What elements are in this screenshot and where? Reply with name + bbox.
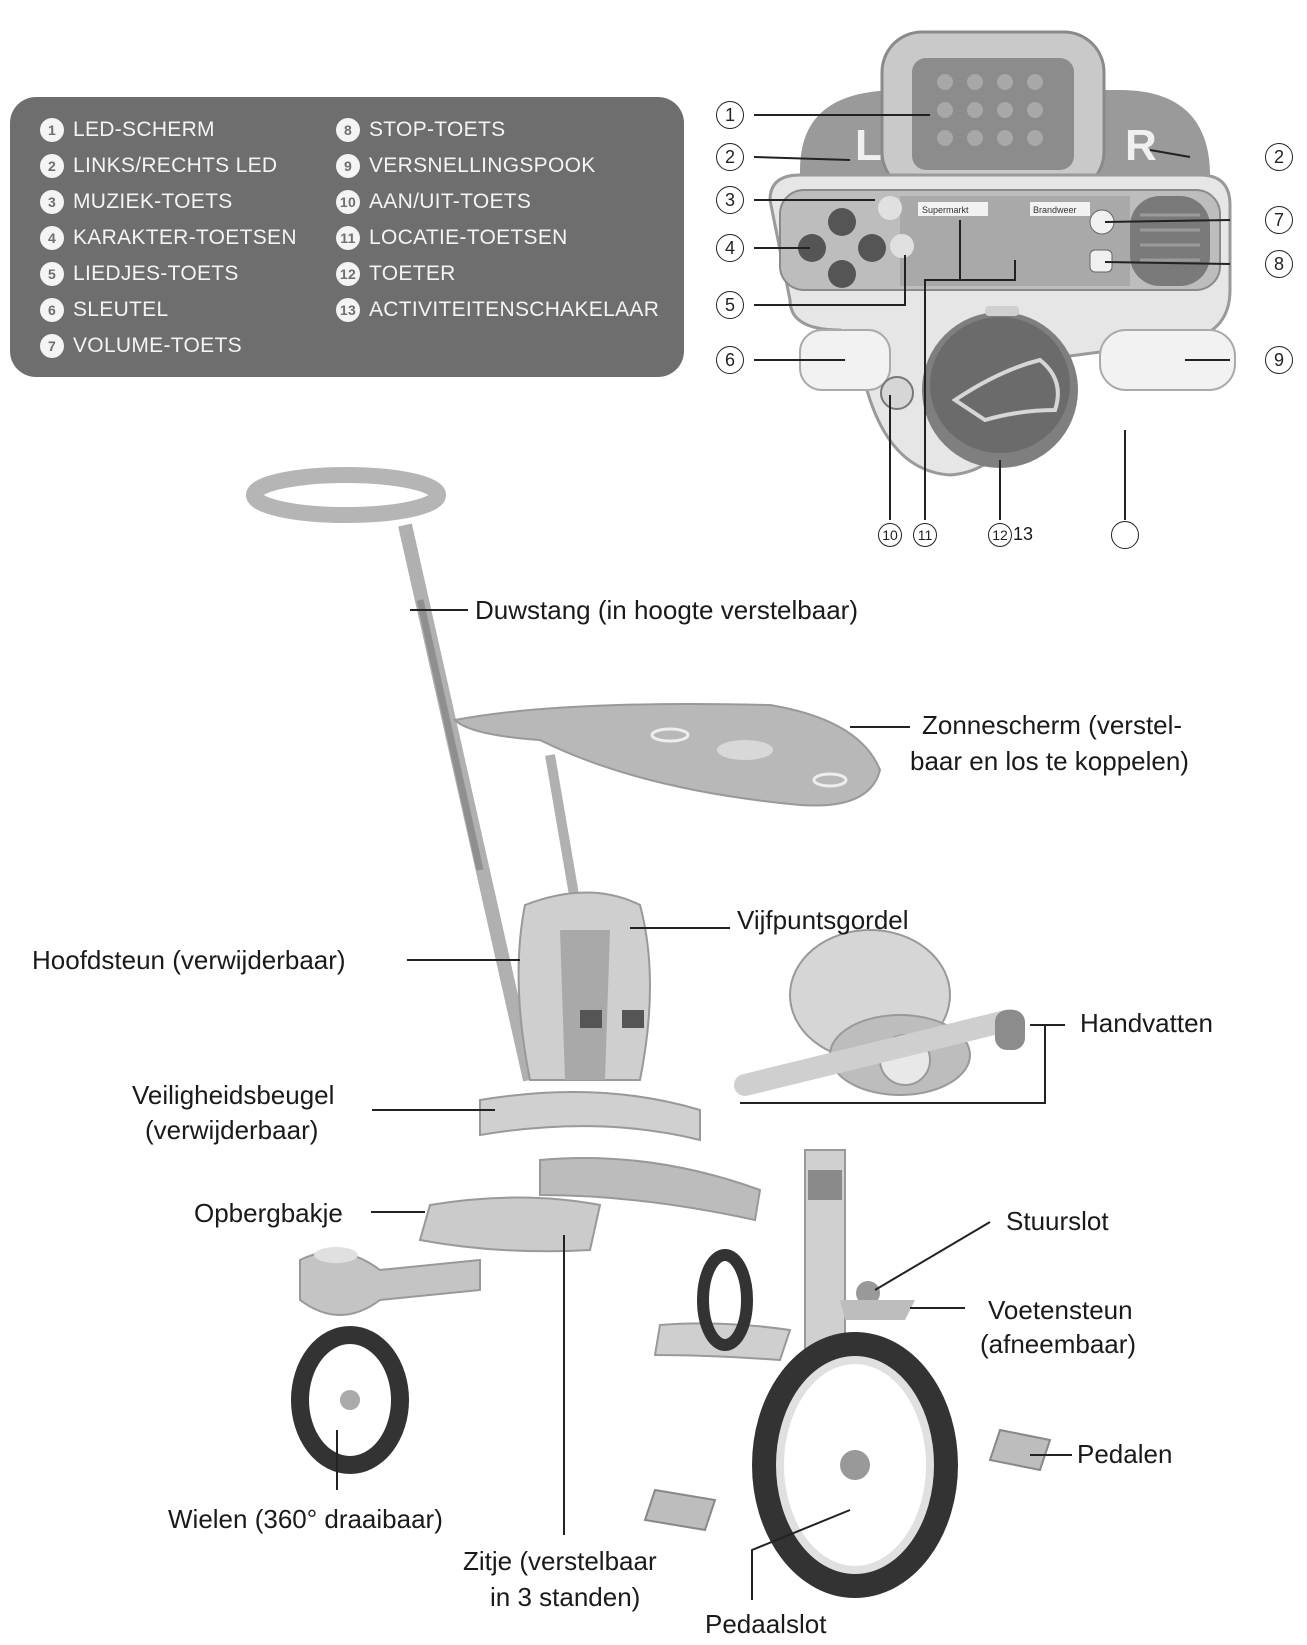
legend-number-badge: 11 xyxy=(336,226,360,250)
steering-lock xyxy=(856,1281,880,1305)
legend-item: 6 SLEUTEL xyxy=(40,298,168,322)
legend-number-badge: 7 xyxy=(40,334,64,358)
front-wheel xyxy=(752,1332,958,1598)
legend-item: 8 STOP-TOETS xyxy=(336,118,505,142)
callout-2-right: 2 xyxy=(1265,143,1293,171)
callout-12: 12 xyxy=(988,523,1012,547)
legend-number-badge: 8 xyxy=(336,118,360,142)
legend-item-label: LOCATIE-TOETSEN xyxy=(369,226,568,249)
label-pedaalslot: Pedaalslot xyxy=(705,1609,827,1639)
legend-number-badge: 1 xyxy=(40,118,64,142)
legend-number-badge: 13 xyxy=(336,298,360,322)
legend-item: 5 LIEDJES-TOETS xyxy=(40,262,239,286)
legend-item-label: TOETER xyxy=(369,262,456,285)
callout-empty xyxy=(1111,521,1139,549)
harness xyxy=(560,930,610,1080)
label-zonnescherm-2: baar en los te koppelen) xyxy=(910,746,1189,776)
callout-5: 5 xyxy=(716,291,744,319)
label-vijfpuntsgordel: Vijfpuntsgordel xyxy=(737,905,909,935)
legend-number-badge: 6 xyxy=(40,298,64,322)
trike-illustration xyxy=(246,467,1052,1598)
dashboard-illustration: L R Supermarkt Brandweer xyxy=(768,30,1236,477)
legend-item-label: STOP-TOETS xyxy=(369,118,506,141)
legend-number-badge: 5 xyxy=(40,262,64,286)
legend-item-label: LED-SCHERM xyxy=(73,118,215,141)
label-voetensteun-1: Voetensteun xyxy=(988,1295,1133,1325)
push-handle xyxy=(246,467,446,523)
safety-bar xyxy=(479,1091,701,1142)
legend-number-badge: 10 xyxy=(336,190,360,214)
callout-2-left: 2 xyxy=(716,143,744,171)
label-handvatten: Handvatten xyxy=(1080,1008,1213,1038)
r-led-letter: R xyxy=(1125,121,1157,170)
legend-item: 9 VERSNELLINGSPOOK xyxy=(336,154,596,178)
legend-item: 7 VOLUME-TOETS xyxy=(40,334,242,358)
dashboard-leader-lines xyxy=(753,114,1231,520)
legend-number-badge: 3 xyxy=(40,190,64,214)
label-veiligheidsbeugel-1: Veiligheidsbeugel xyxy=(132,1080,335,1110)
led-screen xyxy=(912,58,1074,170)
trike-leader-lines xyxy=(336,609,1072,1600)
label-zitje-1: Zitje (verstelbaar xyxy=(463,1546,657,1576)
label-duwstang: Duwstang (in hoogte verstelbaar) xyxy=(475,595,858,625)
label-stuurslot: Stuurslot xyxy=(1006,1206,1109,1236)
callout-13: 13 xyxy=(1013,524,1034,544)
legend-number-badge: 2 xyxy=(40,154,64,178)
label-hoofdsteun: Hoofdsteun (verwijderbaar) xyxy=(32,945,346,975)
legend-item: 3 MUZIEK-TOETS xyxy=(40,190,233,214)
screen-sign-supermarkt: Supermarkt xyxy=(922,205,969,215)
legend-item-label: AAN/UIT-TOETS xyxy=(369,190,532,213)
callout-4: 4 xyxy=(716,234,744,262)
legend-item: 13 ACTIVITEITENSCHAKELAAR xyxy=(336,298,659,322)
left-pedal xyxy=(643,1488,717,1532)
label-zitje-2: in 3 standen) xyxy=(490,1582,641,1612)
screen-sign-brandweer: Brandweer xyxy=(1033,205,1077,215)
label-veiligheidsbeugel-2: (verwijderbaar) xyxy=(145,1115,319,1145)
callout-8: 8 xyxy=(1265,250,1293,278)
legend-item: 4 KARAKTER-TOETSEN xyxy=(40,226,297,250)
label-pedalen: Pedalen xyxy=(1077,1439,1173,1469)
callout-11: 11 xyxy=(913,523,937,547)
legend-item: 12 TOETER xyxy=(336,262,456,286)
right-pedal xyxy=(988,1428,1052,1472)
callout-6: 6 xyxy=(716,346,744,374)
legend-number-badge: 9 xyxy=(336,154,360,178)
legend-item-label: ACTIVITEITENSCHAKELAAR xyxy=(369,298,660,321)
label-zonnescherm-1: Zonnescherm (verstel- xyxy=(922,710,1183,740)
legend-item-label: VERSNELLINGSPOOK xyxy=(369,154,596,177)
legend-item: 1 LED-SCHERM xyxy=(40,118,215,142)
legend-item-label: MUZIEK-TOETS xyxy=(73,190,233,213)
rear-wheel xyxy=(291,1326,409,1474)
l-led-letter: L xyxy=(855,121,882,170)
callout-10: 10 xyxy=(878,523,902,547)
legend-item-label: SLEUTEL xyxy=(73,298,169,321)
callout-9: 9 xyxy=(1265,346,1293,374)
legend-item-label: VOLUME-TOETS xyxy=(73,334,242,357)
legend-item-label: KARAKTER-TOETSEN xyxy=(73,226,297,249)
callout-7: 7 xyxy=(1265,206,1293,234)
legend-item: 11 LOCATIE-TOETSEN xyxy=(336,226,568,250)
sunshade xyxy=(452,703,882,807)
label-voetensteun-2: (afneembaar) xyxy=(980,1329,1137,1359)
legend-item: 10 AAN/UIT-TOETS xyxy=(336,190,531,214)
legend-number-badge: 12 xyxy=(336,262,360,286)
legend-item-label: LIEDJES-TOETS xyxy=(73,262,239,285)
label-wielen: Wielen (360° draaibaar) xyxy=(168,1504,443,1534)
legend-number-badge: 4 xyxy=(40,226,64,250)
callout-3: 3 xyxy=(716,186,744,214)
label-opbergbakje: Opbergbakje xyxy=(194,1198,343,1228)
storage-basket xyxy=(418,1196,602,1253)
handlebars xyxy=(734,1009,1021,1096)
legend-item: 2 LINKS/RECHTS LED xyxy=(40,154,277,178)
legend-item-label: LINKS/RECHTS LED xyxy=(73,154,278,177)
callout-1: 1 xyxy=(716,101,744,129)
